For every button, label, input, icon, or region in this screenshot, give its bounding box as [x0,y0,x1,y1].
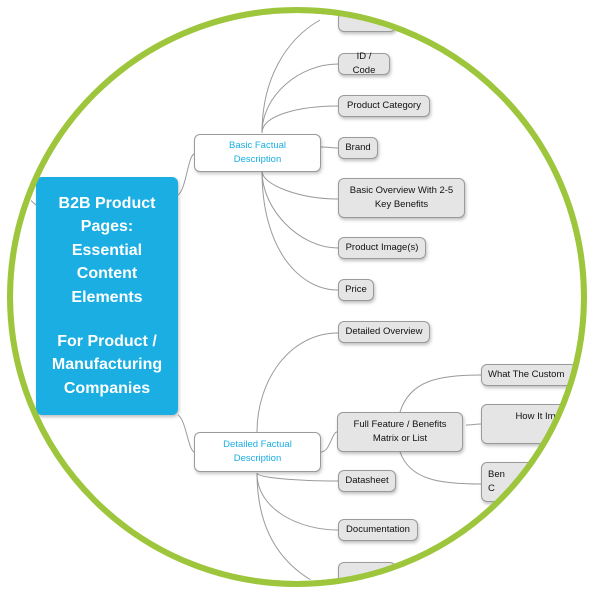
leaf-price[interactable]: Price [338,279,374,301]
subleaf-what-the-customer[interactable]: What The Custom [481,364,577,386]
leaf-label: Product Category [347,100,421,111]
leaf-id-code[interactable]: ID / Code [338,51,390,76]
root-title-line: Content [76,265,138,283]
branch-basic-factual-description[interactable]: Basic Factual Description [194,134,321,172]
root-subtitle-line: Manufacturing [51,356,163,374]
leaf-label-line: Full Feature / Benefits [353,419,447,430]
leaf-brand[interactable]: Brand [338,137,378,159]
root-title-line: B2B Product [58,194,156,212]
leaf-documentation[interactable]: Documentation [338,519,418,541]
branch-label-line: Basic Factual [228,140,287,151]
leaf-label-line: Ben [488,469,505,480]
leaf-basic-overview[interactable]: Basic Overview With 2-5 Key Benefits [338,178,465,218]
leaf-label: Price [345,284,367,295]
leaf-label: Detailed Overview [345,326,423,337]
leaf-partial-top[interactable] [338,12,396,32]
leaf-detailed-overview[interactable]: Detailed Overview [338,321,430,343]
leaf-label-line: Basic Overview With 2-5 [349,185,454,196]
leaf-label-line: Key Benefits [374,199,429,210]
leaf-label-line: Matrix or List [372,433,428,444]
leaf-label: What The Custom [488,369,565,380]
subleaf-how-it-improves[interactable]: How It Impr Li [481,404,571,444]
branch-label-line: Detailed Factual [223,439,292,450]
branch-detailed-factual-description[interactable]: Detailed Factual Description [194,432,321,472]
leaf-partial-bottom[interactable] [338,562,396,582]
root-title-line: Essential [71,241,143,259]
leaf-label: Brand [345,142,371,153]
leaf-product-images[interactable]: Product Image(s) [338,237,426,259]
leaf-label: Product Image(s) [345,242,419,253]
leaf-feature-benefits-matrix[interactable]: Full Feature / Benefits Matrix or List [337,412,463,452]
root-title-line: Pages: [80,218,134,236]
root-topic[interactable]: B2B Product Pages: Essential Content Ele… [36,177,178,415]
leaf-label: ID / Code [352,51,376,76]
leaf-label-line: C [488,483,495,494]
leaf-label: Datasheet [345,475,389,486]
root-title-line: Elements [71,288,143,306]
leaf-product-category[interactable]: Product Category [338,95,430,117]
branch-label-line: Description [233,453,282,464]
subleaf-benefits[interactable]: Ben C [481,462,551,502]
root-subtitle-line: For Product / [57,332,157,350]
branch-label-line: Description [233,154,282,165]
leaf-label-line: Li [556,425,564,436]
root-subtitle-line: Companies [63,379,151,397]
leaf-label-line: How It Impr [515,411,564,422]
leaf-datasheet[interactable]: Datasheet [338,470,396,492]
leaf-label: Documentation [346,524,410,535]
